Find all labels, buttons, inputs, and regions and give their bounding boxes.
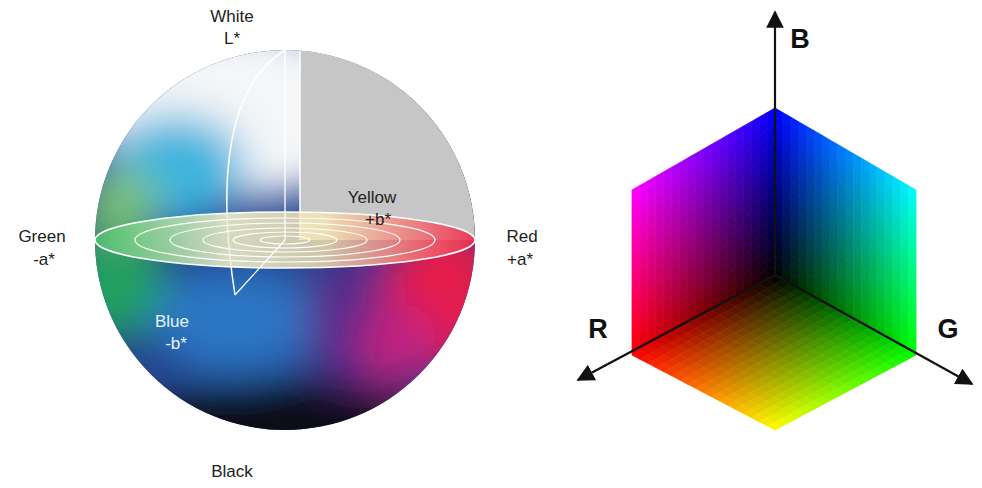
axis-label: -b* bbox=[165, 335, 187, 354]
cube-shade bbox=[704, 144, 712, 158]
cube-shade bbox=[893, 176, 901, 190]
axis-label: -a* bbox=[33, 251, 55, 270]
cube-shade bbox=[838, 144, 846, 158]
cube-shade bbox=[846, 149, 854, 163]
axis-label: +a* bbox=[507, 251, 533, 270]
axis-line bbox=[235, 50, 285, 295]
cube-shade bbox=[632, 185, 640, 199]
cube-shade bbox=[822, 135, 830, 149]
cube-shade bbox=[743, 122, 751, 136]
cube-shade bbox=[830, 140, 838, 154]
axis-letter: R bbox=[588, 315, 608, 345]
cube-shade bbox=[814, 131, 822, 145]
cube-shade bbox=[719, 135, 727, 149]
cube-shade bbox=[799, 122, 807, 136]
cube-shade bbox=[900, 181, 908, 195]
pole-label: White bbox=[210, 8, 253, 27]
cube-shade bbox=[711, 140, 719, 154]
cube-shade bbox=[853, 154, 861, 168]
cube-shade bbox=[727, 131, 735, 145]
pole-label: Blue bbox=[155, 313, 189, 332]
axis-label: +b* bbox=[365, 211, 391, 230]
cube-shade bbox=[656, 172, 664, 186]
cutaway-quadrant bbox=[300, 50, 475, 240]
axis-label: L* bbox=[224, 30, 240, 49]
cube-shade bbox=[759, 113, 767, 127]
cube-shade bbox=[640, 181, 648, 195]
cube-shade bbox=[648, 176, 656, 190]
cube-shade bbox=[664, 167, 672, 181]
pole-label: Green bbox=[18, 228, 65, 247]
cube-shade bbox=[672, 163, 680, 177]
pole-label: Yellow bbox=[348, 189, 397, 208]
axis-letter: B bbox=[790, 25, 810, 55]
lab-sphere bbox=[60, 20, 505, 488]
cube-shade bbox=[735, 126, 743, 140]
cube-shade bbox=[688, 154, 696, 168]
cube-shade bbox=[751, 117, 759, 131]
cube-shade bbox=[869, 163, 877, 177]
cube-shade bbox=[680, 158, 688, 172]
cube-shade bbox=[877, 167, 885, 181]
cube-shade bbox=[775, 108, 783, 122]
cube-shade bbox=[861, 158, 869, 172]
pole-label: Red bbox=[506, 228, 537, 247]
cube-shade bbox=[806, 126, 814, 140]
cube-shade bbox=[885, 172, 893, 186]
cube-shade bbox=[767, 422, 783, 430]
cube-shade bbox=[791, 117, 799, 131]
pole-label: Black bbox=[211, 463, 253, 482]
cube-shade bbox=[783, 113, 791, 127]
axis-letter: G bbox=[937, 315, 958, 345]
cube-shade bbox=[767, 108, 775, 122]
cube-shade bbox=[908, 185, 916, 199]
cube-shade bbox=[696, 149, 704, 163]
rgb-axes bbox=[578, 12, 972, 384]
